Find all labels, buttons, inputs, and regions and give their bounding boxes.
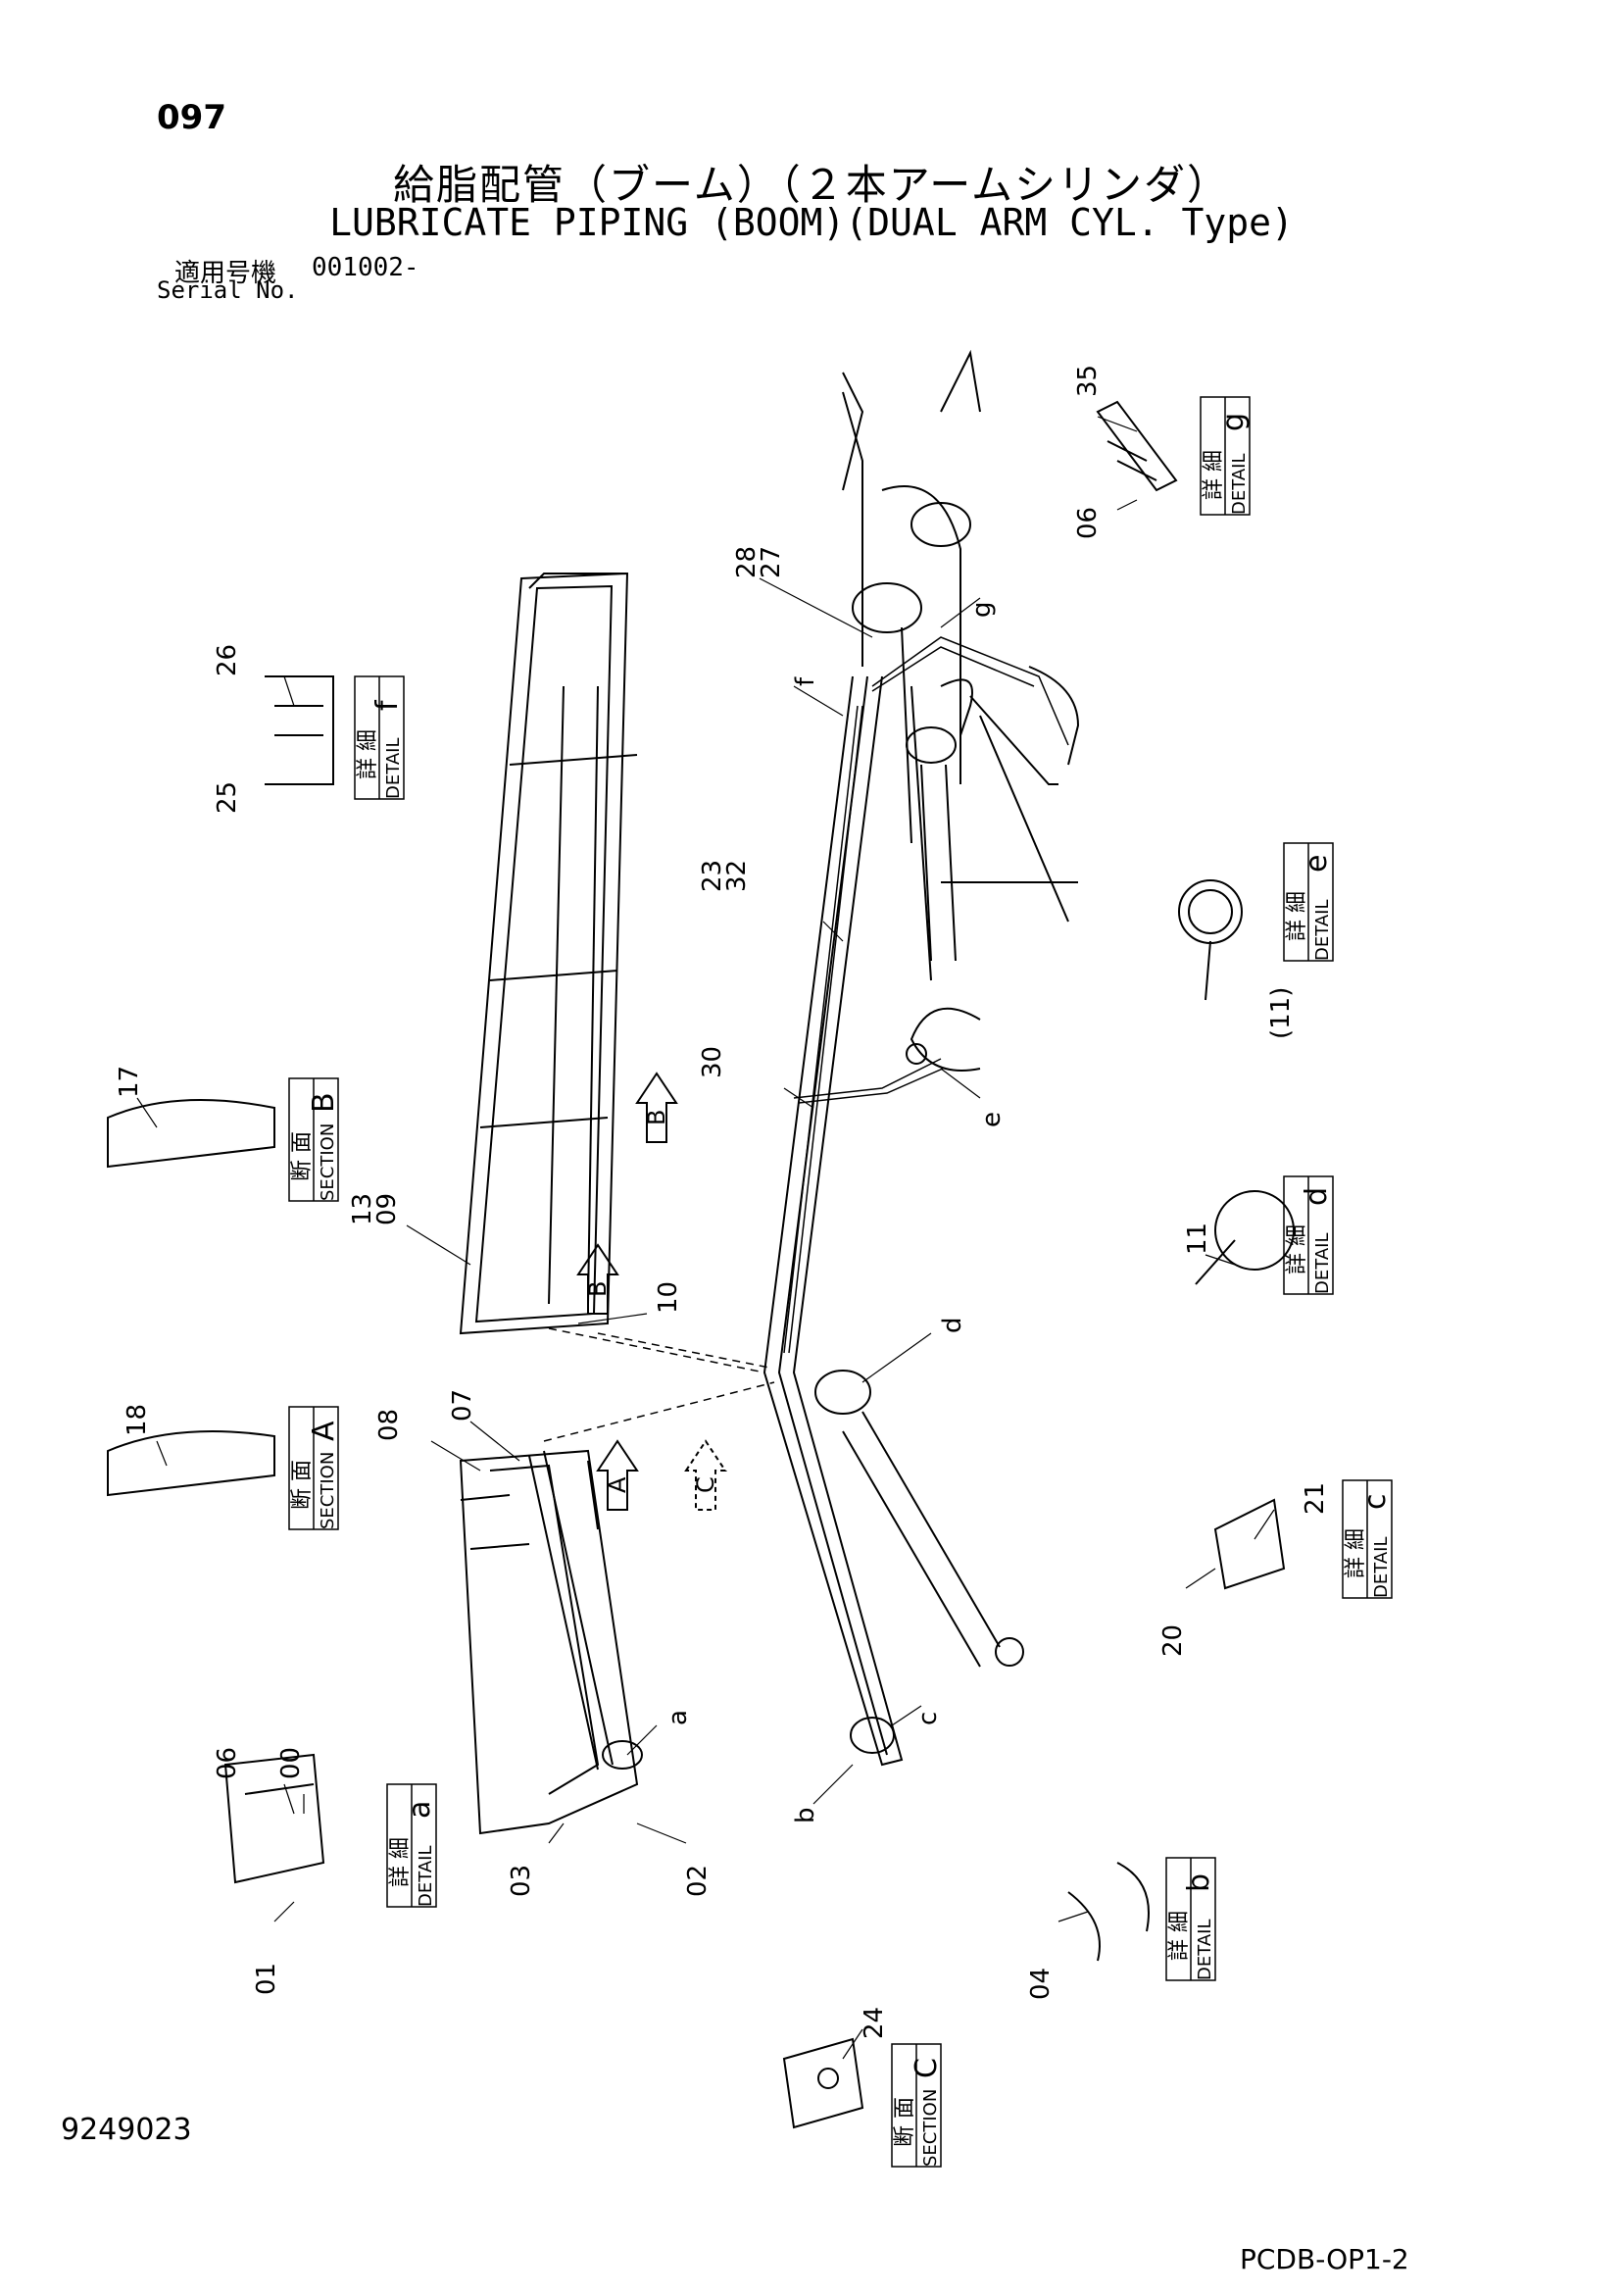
callout-06-g: 06 — [1073, 507, 1103, 539]
callout-10: 10 — [654, 1281, 683, 1314]
section-a-en: SECTION — [318, 1452, 338, 1529]
detail-a-ja: 詳 細 — [388, 1837, 413, 1887]
part-callouts: 35 06 28 27 g 26 25 f 23 32 (11) 17 30 e… — [115, 365, 1330, 2039]
callout-23: 23 — [698, 860, 727, 892]
section-c-sketch — [782, 2037, 864, 2129]
detail-box-labels: 詳 細 DETAIL g 詳 細 DETAIL f 詳 細 DETAIL e 断… — [290, 413, 1393, 2167]
connection-dashes — [543, 1327, 775, 1442]
detail-b-en: DETAIL — [1195, 1920, 1215, 1980]
callout-04: 04 — [1026, 1968, 1056, 2000]
detail-e-letter: e — [1300, 855, 1334, 873]
document-number: 9249023 — [61, 2113, 192, 2147]
detail-d-ja: 詳 細 — [1285, 1224, 1309, 1274]
callout-00: 00 — [276, 1747, 306, 1779]
detail-box-outlines — [288, 396, 1393, 2168]
callout-30: 30 — [698, 1046, 727, 1078]
callout-28: 28 — [732, 546, 762, 578]
section-b-letter: B — [307, 1092, 341, 1113]
detail-c-ja: 詳 細 — [1344, 1528, 1368, 1578]
callout-13: 13 — [348, 1193, 377, 1225]
callout-21: 21 — [1301, 1482, 1330, 1515]
detail-g-letter: g — [1216, 413, 1251, 431]
callout-a: a — [664, 1710, 693, 1725]
title-english: LUBRICATE PIPING (BOOM)(DUAL ARM CYL. Ty… — [329, 201, 1294, 244]
callout-11: 11 — [1183, 1223, 1212, 1255]
callout-35: 35 — [1073, 365, 1103, 397]
callout-d: d — [938, 1317, 967, 1333]
callout-08: 08 — [374, 1409, 404, 1441]
section-c-ja: 断 面 — [893, 2097, 917, 2147]
page-number: 097 — [157, 98, 226, 137]
grease-hoses — [783, 636, 1069, 1354]
callout-20: 20 — [1158, 1624, 1188, 1657]
detail-a-letter: a — [403, 1801, 437, 1819]
serial-label-japanese: 適用号機 — [174, 259, 277, 288]
section-c-letter: C — [910, 2058, 944, 2078]
callout-c: c — [913, 1712, 943, 1725]
detail-c-letter: c — [1358, 1494, 1393, 1511]
callout-g: g — [967, 601, 997, 618]
detail-f-ja: 詳 細 — [356, 729, 380, 779]
callout-06-a: 06 — [213, 1747, 242, 1779]
callout-01: 01 — [252, 1963, 281, 1995]
detail-g-sketch — [1096, 400, 1178, 492]
callout-e: e — [977, 1112, 1007, 1127]
callout-11-paren: (11) — [1266, 987, 1296, 1039]
section-b-sketch — [107, 1099, 275, 1169]
arm-upper-assembly — [459, 572, 638, 1335]
view-arrow-shapes — [576, 1072, 727, 1511]
detail-b-letter: b — [1182, 1873, 1216, 1892]
boom-assembly — [762, 349, 1080, 1767]
section-a-sketch — [107, 1430, 275, 1497]
callout-25: 25 — [213, 781, 242, 814]
section-a-letter: A — [307, 1421, 341, 1441]
callout-b: b — [791, 1807, 820, 1823]
detail-c-en: DETAIL — [1371, 1537, 1392, 1598]
serial-value: 001002- — [312, 253, 419, 282]
callout-17: 17 — [115, 1066, 144, 1098]
detail-f-sketch — [265, 675, 334, 785]
view-arrow-letters: B B A C — [584, 1110, 719, 1493]
detail-b-ja: 詳 細 — [1167, 1911, 1192, 1961]
callout-f: f — [791, 676, 820, 686]
detail-g-ja: 詳 細 — [1202, 450, 1226, 500]
detail-c-sketch — [1213, 1498, 1286, 1590]
detail-d-letter: d — [1300, 1187, 1334, 1206]
detail-e-en: DETAIL — [1312, 900, 1333, 961]
view-arrow-b-lower: B — [584, 1281, 612, 1297]
view-arrow-c: C — [692, 1476, 719, 1493]
callout-26: 26 — [213, 644, 242, 676]
section-a-ja: 断 面 — [290, 1460, 315, 1510]
page-code: PCDB-OP1-2 — [1240, 2243, 1409, 2275]
section-b-en: SECTION — [318, 1123, 338, 1201]
detail-d-sketch — [1195, 1190, 1295, 1285]
callout-32: 32 — [722, 860, 752, 892]
title-japanese: 給脂配管（ブーム）（２本アームシリンダ） — [393, 161, 1230, 209]
view-arrow-b-upper: B — [643, 1110, 670, 1125]
detail-d-en: DETAIL — [1312, 1233, 1333, 1294]
callout-07: 07 — [448, 1389, 477, 1422]
callout-03: 03 — [507, 1865, 536, 1897]
detail-f-letter: f — [370, 699, 405, 711]
detail-e-ja: 詳 細 — [1285, 891, 1309, 941]
view-arrow-a: A — [604, 1476, 631, 1493]
callout-09: 09 — [372, 1193, 402, 1225]
serial-label-english: Serial No. — [157, 276, 299, 304]
callout-27: 27 — [757, 546, 786, 578]
section-b-ja: 断 面 — [290, 1131, 315, 1181]
arm-lower-assembly — [459, 1449, 643, 1835]
detail-e-sketch — [1178, 879, 1243, 1001]
detail-b-sketch — [1067, 1862, 1150, 1962]
detail-a-en: DETAIL — [416, 1846, 436, 1907]
callout-02: 02 — [683, 1865, 713, 1897]
section-c-en: SECTION — [920, 2089, 941, 2167]
leader-lines — [136, 416, 1275, 2060]
detail-f-en: DETAIL — [383, 738, 404, 799]
callout-24: 24 — [860, 2007, 889, 2039]
detail-g-en: DETAIL — [1229, 454, 1250, 515]
detail-a-sketch — [223, 1753, 325, 1884]
callout-18: 18 — [123, 1404, 152, 1436]
